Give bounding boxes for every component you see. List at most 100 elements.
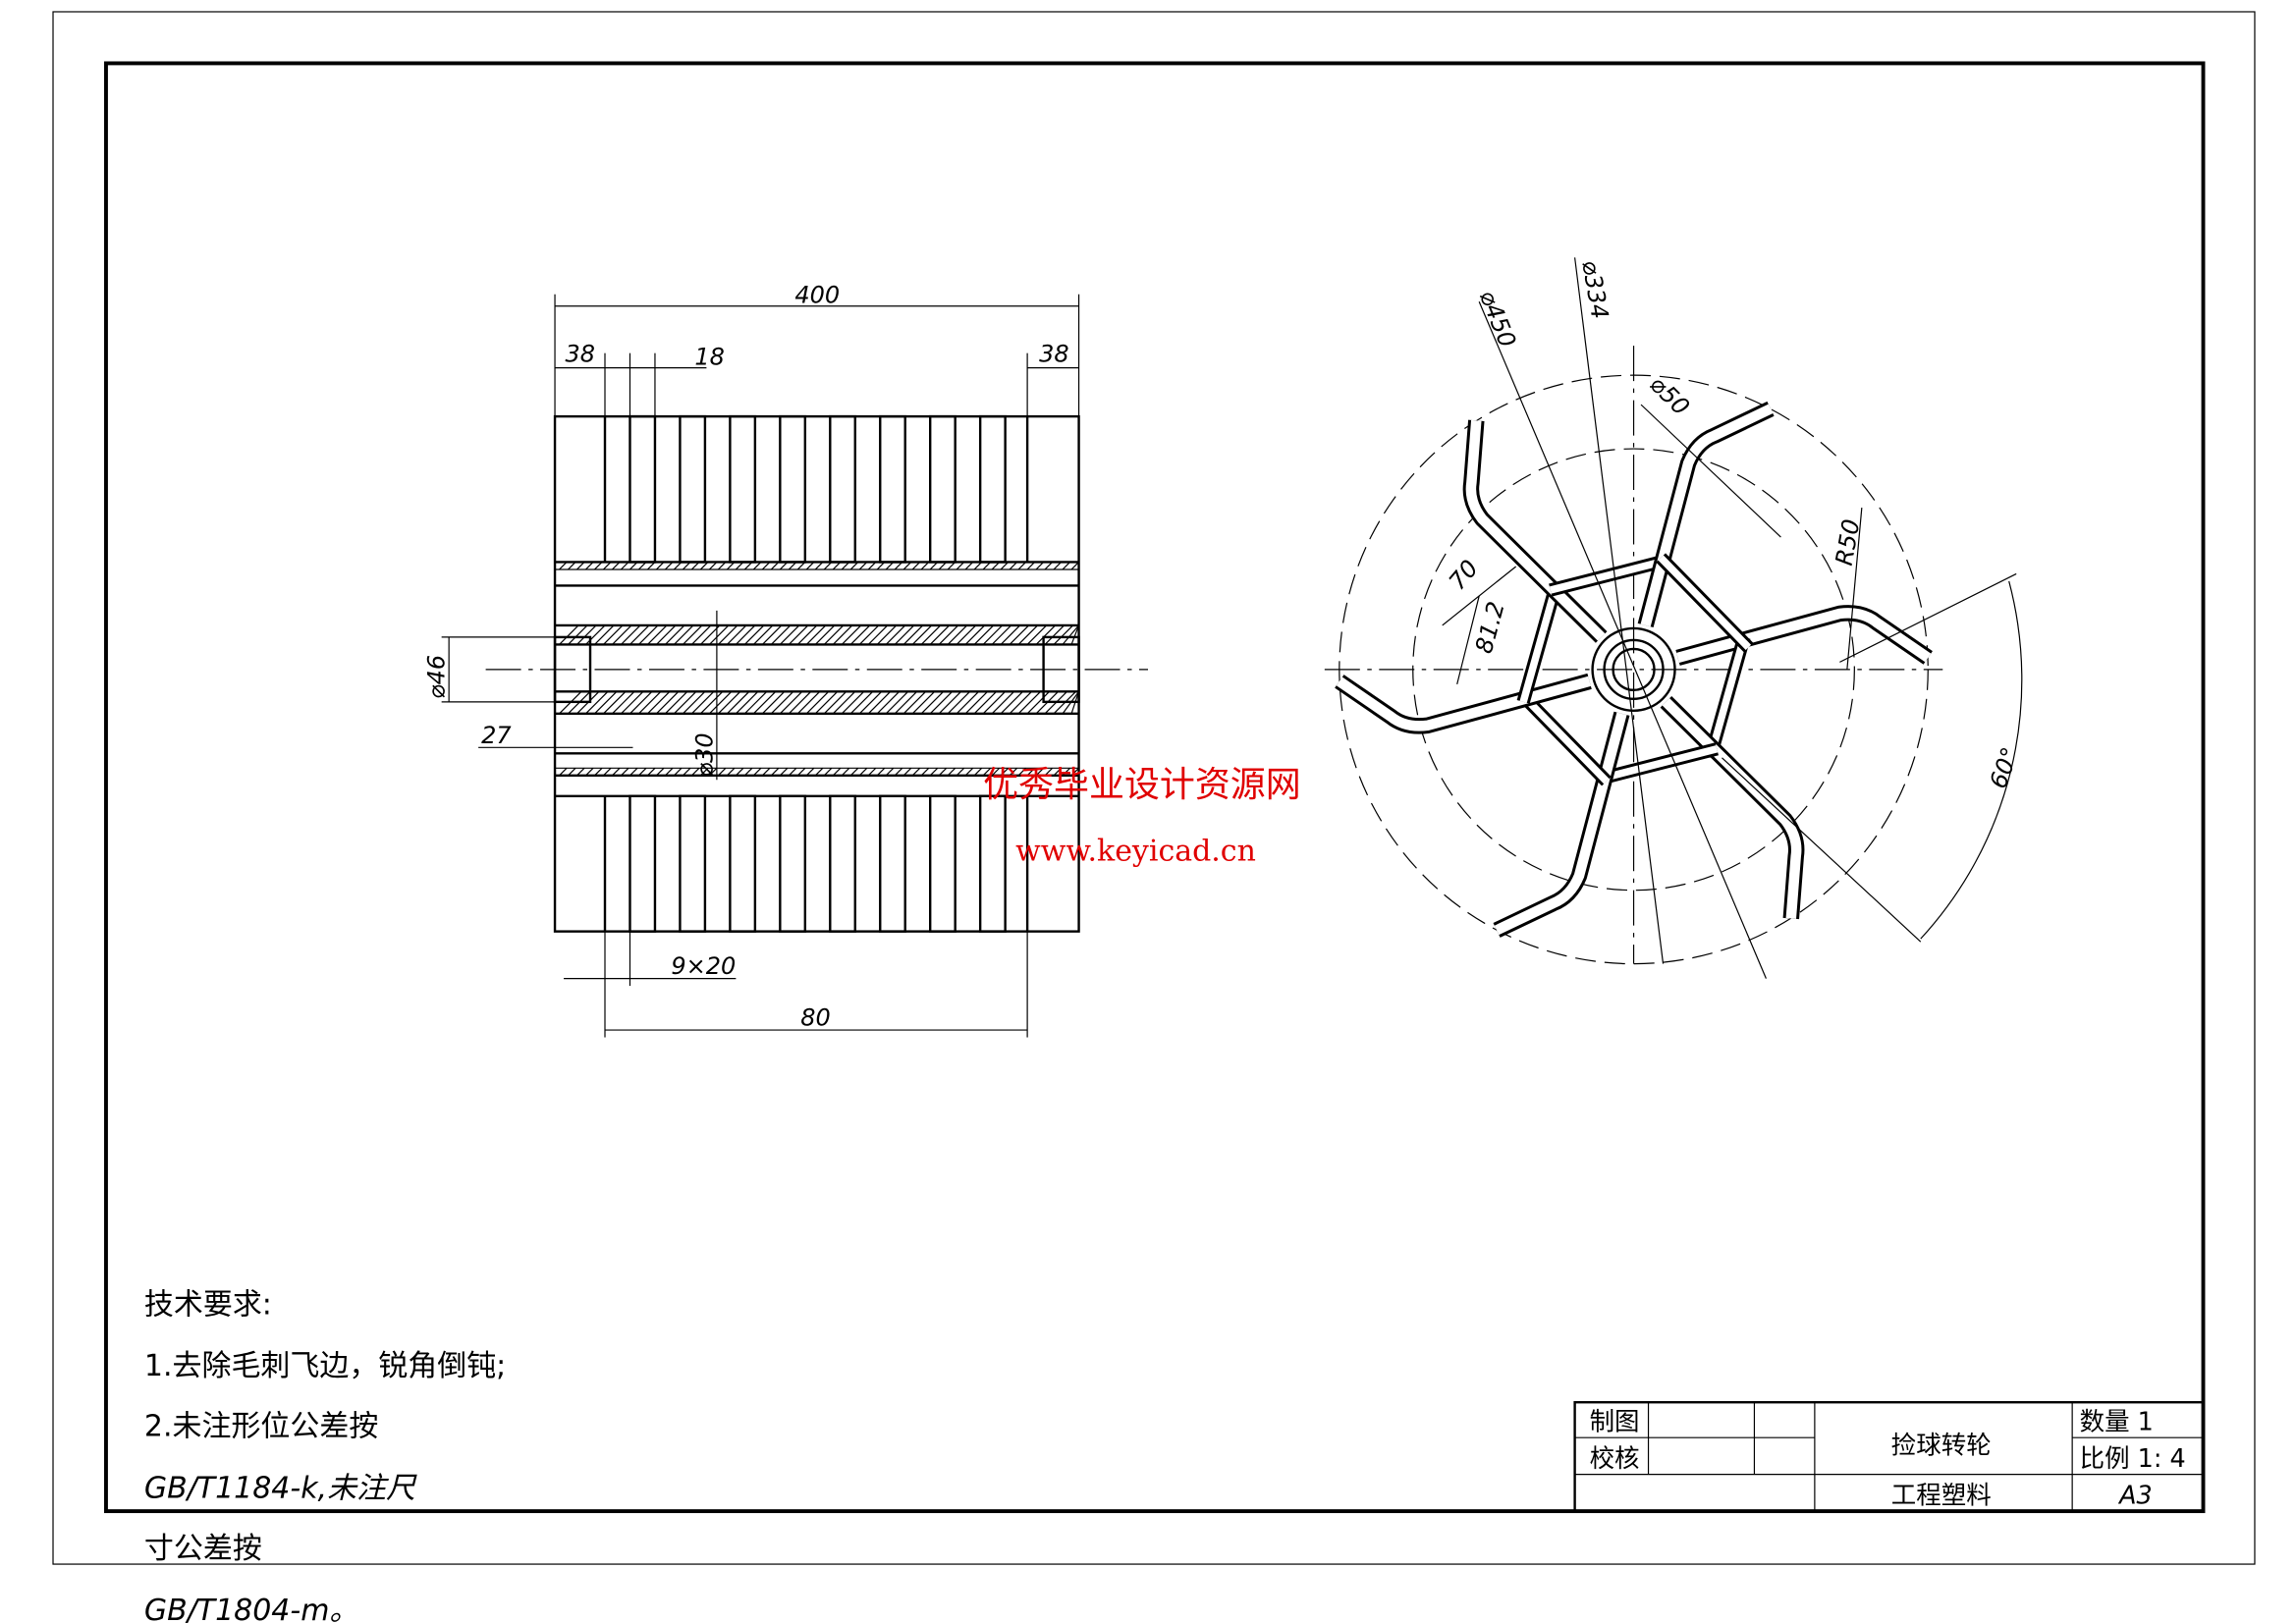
section-hatch (956, 624, 977, 645)
section-hatch (612, 562, 621, 570)
section-hatch (973, 767, 983, 777)
section-hatch (585, 624, 606, 645)
section-hatch (1000, 690, 1024, 715)
material: 工程塑料 (1891, 1482, 1992, 1511)
section-hatch (911, 562, 921, 570)
section-hatch (568, 562, 576, 570)
section-hatch (674, 624, 694, 645)
tech-req-line: GB/T1184-k,未注尺 (144, 1472, 417, 1506)
section-hatch (743, 767, 753, 777)
section-hatch (1053, 690, 1076, 715)
section-hatch (638, 690, 662, 715)
web-inner (1706, 635, 1748, 759)
section-hatch (770, 624, 792, 645)
section-hatch (708, 767, 718, 777)
section-hatch (1044, 690, 1067, 715)
section-hatch (832, 767, 842, 777)
section-hatch (841, 690, 865, 715)
spoke-inner (1465, 419, 1606, 641)
quantity: 数量 1 (2080, 1408, 2154, 1437)
section-hatch (1044, 624, 1066, 645)
fin (978, 414, 1007, 564)
section-hatch (902, 562, 912, 570)
section-hatch (938, 562, 948, 570)
section-hatch (876, 690, 901, 715)
section-hatch (982, 690, 1007, 715)
section-hatch (796, 690, 821, 715)
section-hatch (849, 624, 871, 645)
dim-bend-radius: R50 (1831, 517, 1866, 568)
section-hatch (788, 690, 812, 715)
dim-spoke-width: 70 (1444, 555, 1484, 595)
section-hatch (982, 767, 992, 777)
section-hatch (1062, 767, 1070, 777)
section-hatch (594, 624, 615, 645)
web-inner (1549, 555, 1673, 594)
section-hatch (858, 624, 880, 645)
section-hatch (683, 562, 691, 570)
section-hatch (699, 562, 709, 570)
section-hatch (743, 624, 765, 645)
section-hatch (690, 562, 700, 570)
section-hatch (885, 562, 895, 570)
section-hatch (594, 562, 603, 570)
section-hatch (1062, 562, 1070, 570)
section-hatch (991, 562, 1001, 570)
section-hatch (699, 767, 709, 777)
section-hatch (867, 562, 877, 570)
section-hatch (1000, 624, 1021, 645)
section-hatch (779, 690, 803, 715)
section-hatch (1026, 767, 1036, 777)
fin (679, 794, 707, 933)
section-hatch (1026, 562, 1036, 570)
section-hatch (876, 767, 886, 777)
section-hatch (629, 624, 650, 645)
section-hatch (585, 562, 594, 570)
section-hatch (1070, 691, 1080, 715)
section-hatch (929, 562, 939, 570)
scale: 比例 1: 4 (2080, 1444, 2186, 1474)
section-hatch (735, 624, 756, 645)
spoke (1493, 686, 1630, 938)
section-hatch (603, 562, 612, 570)
section-hatch (621, 690, 644, 715)
section-hatch (665, 767, 674, 777)
dim-outer-diameter: ⌀450 (1474, 286, 1522, 351)
spoke-inner (1336, 676, 1591, 731)
section-hatch (761, 624, 783, 645)
title-block: 制图 校核 捡球转轮 工程塑料 数量 1 比例 1: 4 A3 (1573, 1401, 2205, 1513)
section-hatch (823, 624, 845, 645)
section-hatch (841, 624, 862, 645)
section-hatch (576, 562, 585, 570)
section-hatch (761, 767, 771, 777)
section-hatch (656, 562, 665, 570)
web-inner (1594, 745, 1719, 784)
section-hatch (788, 624, 809, 645)
dim-end-width-right: 38 (1039, 341, 1069, 368)
web-inner (1516, 688, 1610, 784)
section-hatch (867, 624, 889, 645)
section-hatch (665, 562, 674, 570)
section-hatch (991, 624, 1012, 645)
section-hatch (1053, 562, 1063, 570)
section-hatch (947, 562, 957, 570)
section-hatch (690, 624, 712, 645)
section-hatch (911, 767, 921, 777)
fin (929, 414, 957, 564)
section-hatch (559, 562, 568, 570)
section-hatch (1026, 690, 1051, 715)
drawn-by-label: 制图 (1590, 1408, 1640, 1437)
section-hatch (638, 624, 659, 645)
tech-req-title: 技术要求: (144, 1287, 272, 1322)
section-hatch (568, 767, 576, 777)
section-hatch (1000, 562, 1010, 570)
fin (978, 794, 1007, 933)
section-hatch (1035, 767, 1045, 777)
section-hatch (805, 562, 815, 570)
section-hatch (621, 562, 629, 570)
section-hatch (867, 767, 877, 777)
section-hatch (1044, 767, 1054, 777)
side-view (485, 414, 1148, 933)
spoke (1637, 401, 1775, 653)
